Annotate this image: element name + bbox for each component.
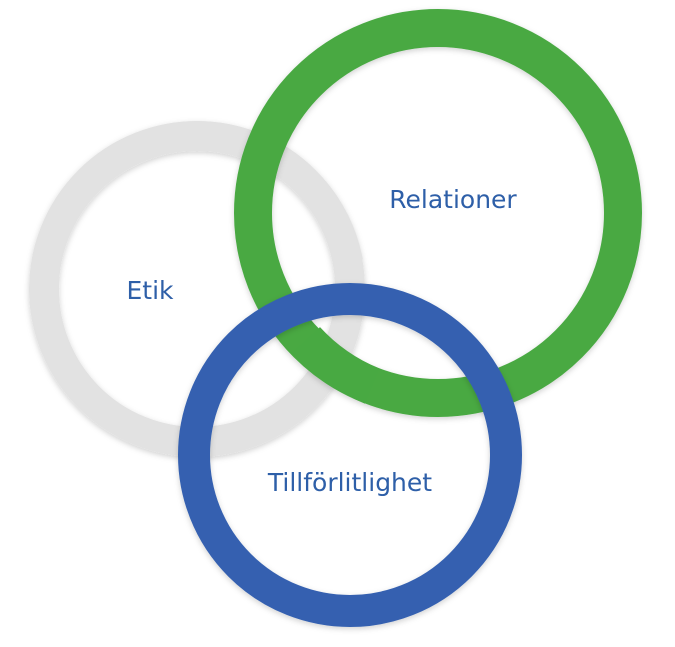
ring-tillforlitlighet — [178, 283, 522, 627]
ring-relationer-weave-segment — [292, 326, 380, 404]
ring-etik-weave-segment — [299, 176, 363, 266]
ring-relationer — [234, 9, 642, 417]
ring-label-relationer: Relationer — [389, 185, 517, 214]
ring-label-tillforlitlighet: Tillförlitlighet — [267, 468, 432, 497]
ring-label-etik: Etik — [126, 276, 174, 305]
